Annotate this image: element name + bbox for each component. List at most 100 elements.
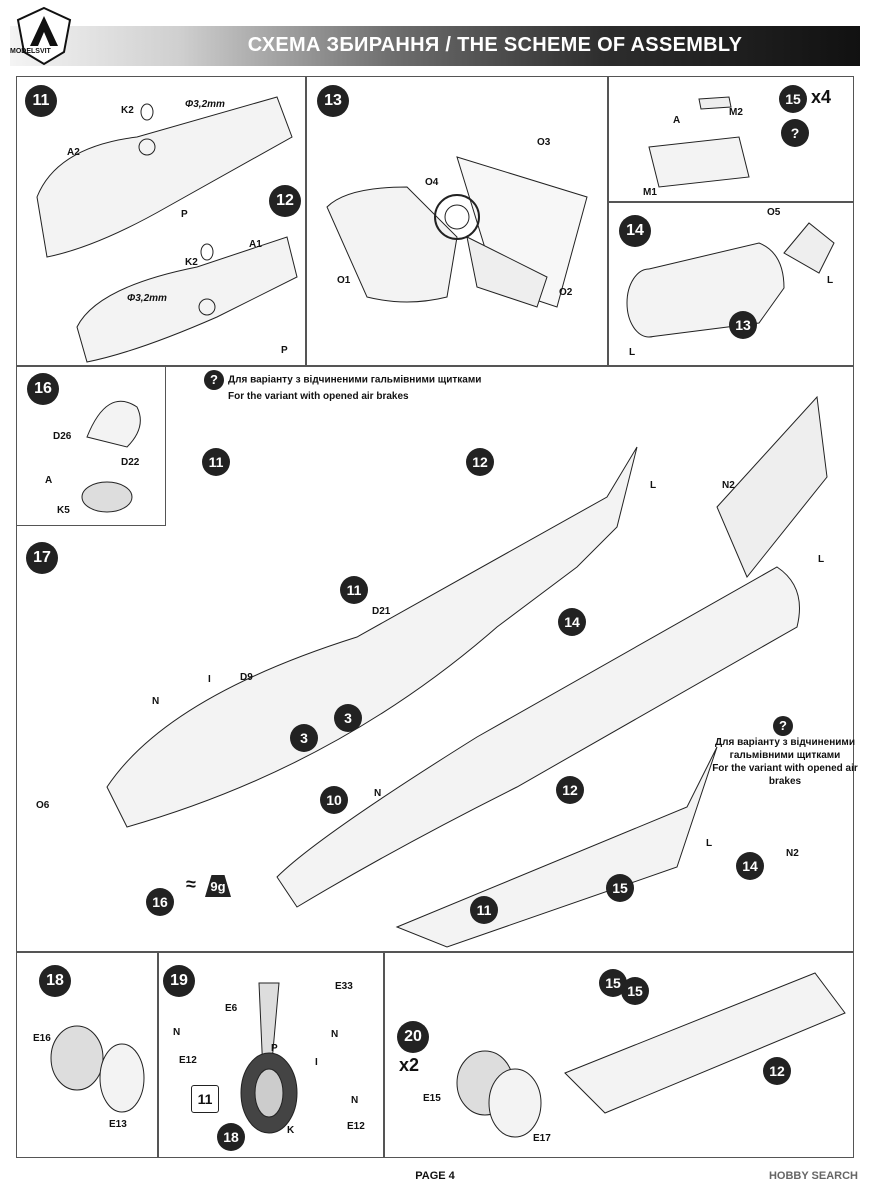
nose-cone-drawing (81, 400, 141, 513)
panel-step-17 (16, 366, 854, 952)
step-18-inset-badge: 18 (217, 1123, 245, 1151)
header-bar: СХЕМА ЗБИРАННЯ / THE SCHEME OF ASSEMBLY (10, 26, 860, 66)
label-n-19a: N (173, 1027, 181, 1038)
label-n-17b: N (374, 788, 382, 799)
step-3-badge-a: 3 (334, 704, 362, 732)
page-title: СХЕМА ЗБИРАННЯ / THE SCHEME OF ASSEMBLY (247, 34, 743, 56)
label-n2-low: N2 (786, 848, 799, 859)
step-11-badge-low: 11 (470, 896, 498, 924)
step-15-badge-low-c: 15 (621, 977, 649, 1005)
label-p-top: P (181, 209, 188, 220)
label-p-bottom: P (281, 345, 288, 356)
label-e12b: E12 (347, 1121, 365, 1132)
step-20-badge: 20 (397, 1021, 429, 1053)
airbrake-note-right: ? Для варіанту з відчиненими гальмівними… (712, 716, 858, 788)
label-a-16: A (45, 475, 53, 486)
step-18-badge: 18 (39, 965, 71, 997)
label-e15: E15 (423, 1093, 441, 1104)
label-i-17: I (208, 674, 211, 685)
label-d26: D26 (53, 431, 72, 442)
wheel-drawing-18 (50, 1025, 145, 1113)
label-n-19c: N (351, 1095, 359, 1106)
panel-step-13: 13 O3 O4 O1 O2 (306, 76, 608, 366)
step-12-badge-low: 12 (763, 1057, 791, 1085)
label-l-14: L (827, 275, 834, 286)
label-e6: E6 (225, 1003, 238, 1014)
label-e13: E13 (109, 1119, 127, 1130)
step-10-badge: 10 (320, 786, 348, 814)
step-11-badge: 11 (25, 85, 57, 117)
label-e17: E17 (533, 1133, 551, 1144)
label-k2-bottom: K2 (185, 257, 198, 268)
step-11-box-badge: 11 (191, 1085, 219, 1113)
label-a-m: A (673, 115, 681, 126)
step-20-multiplier: x2 (399, 1055, 420, 1075)
label-l-low: L (706, 838, 713, 849)
page-number: PAGE 4 (415, 1170, 455, 1182)
watermark: HOBBY SEARCH (768, 1170, 858, 1182)
label-n-17: N (152, 696, 160, 707)
fuselage-nose-drawing (36, 96, 298, 363)
label-drill-top: Φ3,2mm (185, 99, 225, 110)
label-o4: O4 (425, 177, 439, 188)
label-drill-bottom: Φ3,2mm (127, 293, 167, 304)
label-k2-top: K2 (121, 105, 134, 116)
panel-step-16: 16 D26 D22 A K5 (16, 366, 166, 526)
step-14-badge-main: 14 (558, 608, 586, 636)
label-a2: A2 (67, 147, 80, 158)
airbrake-note2-en: For the variant with opened air brakes (712, 763, 858, 787)
panel-step-11-12: 11 12 K2 A2 Φ3,2mm P K2 A1 Φ3,2mm P (16, 76, 306, 366)
step-12-inset-badge: 12 (466, 448, 494, 476)
step-15-badge-low-a: 15 (606, 874, 634, 902)
step-16-badge: 16 (27, 373, 59, 405)
label-m1: M1 (643, 187, 657, 198)
label-l-14b: L (629, 347, 636, 358)
panel-step-20: 20 x2 E15 E17 15 15 12 (384, 952, 854, 1158)
label-l-17b: L (818, 554, 825, 565)
question-icon: ? (781, 119, 809, 147)
label-l-17: L (650, 480, 657, 491)
step-12-badge-main: 12 (556, 776, 584, 804)
step-17-badge: 17 (26, 542, 58, 574)
step-16-badge-main: 16 (146, 888, 174, 916)
step-11-badge-main: 11 (340, 576, 368, 604)
label-o5: O5 (767, 207, 781, 218)
step-19-badge: 19 (163, 965, 195, 997)
engine-nozzle-drawing (326, 156, 588, 308)
weight-icon: 9g (205, 875, 231, 897)
label-e33: E33 (335, 981, 353, 992)
label-d21: D21 (372, 606, 391, 617)
label-d22: D22 (121, 457, 140, 468)
weight-approx: ≈ (186, 874, 196, 894)
label-o2: O2 (559, 287, 573, 298)
airbrake-note2-ua: Для варіанту з відчиненими гальмівними щ… (715, 737, 855, 761)
panel-step-19: 19 E6 E33 N N E12 P I 11 N 18 K E12 (158, 952, 384, 1158)
label-o1: O1 (337, 275, 351, 286)
airbrake-frame-drawing (648, 96, 750, 188)
landing-gear-drawing (240, 982, 298, 1134)
step-15-badge: 15 (779, 85, 807, 113)
label-a1: A1 (249, 239, 262, 250)
step-11-inset-badge: 11 (202, 448, 230, 476)
modelsvit-logo-icon (16, 6, 72, 66)
step-15-multiplier: x4 (811, 87, 832, 107)
logo-text: MODELSVIT (10, 48, 51, 55)
step-3-badge-b: 3 (290, 724, 318, 752)
panel-step-15: 15 x4 ? M2 A M1 (608, 76, 854, 202)
aircraft-assembly-drawing (106, 395, 828, 948)
label-o3: O3 (537, 137, 551, 148)
label-e12a: E12 (179, 1055, 197, 1066)
label-k5: K5 (57, 505, 70, 516)
panel-step-14: 14 13 O5 L L (608, 202, 854, 366)
step-14-badge-low: 14 (736, 852, 764, 880)
question-icon: ? (204, 370, 224, 390)
airbrake-note-en: For the variant with opened air brakes (228, 391, 409, 402)
label-e16: E16 (33, 1033, 51, 1044)
question-icon: ? (773, 716, 793, 736)
step-12-badge: 12 (269, 185, 301, 217)
label-o6: O6 (36, 800, 50, 811)
panel-step-18: 18 E16 E13 (16, 952, 158, 1158)
label-d9: D9 (240, 672, 253, 683)
step-13-badge: 13 (317, 85, 349, 117)
label-n2: N2 (722, 480, 735, 491)
